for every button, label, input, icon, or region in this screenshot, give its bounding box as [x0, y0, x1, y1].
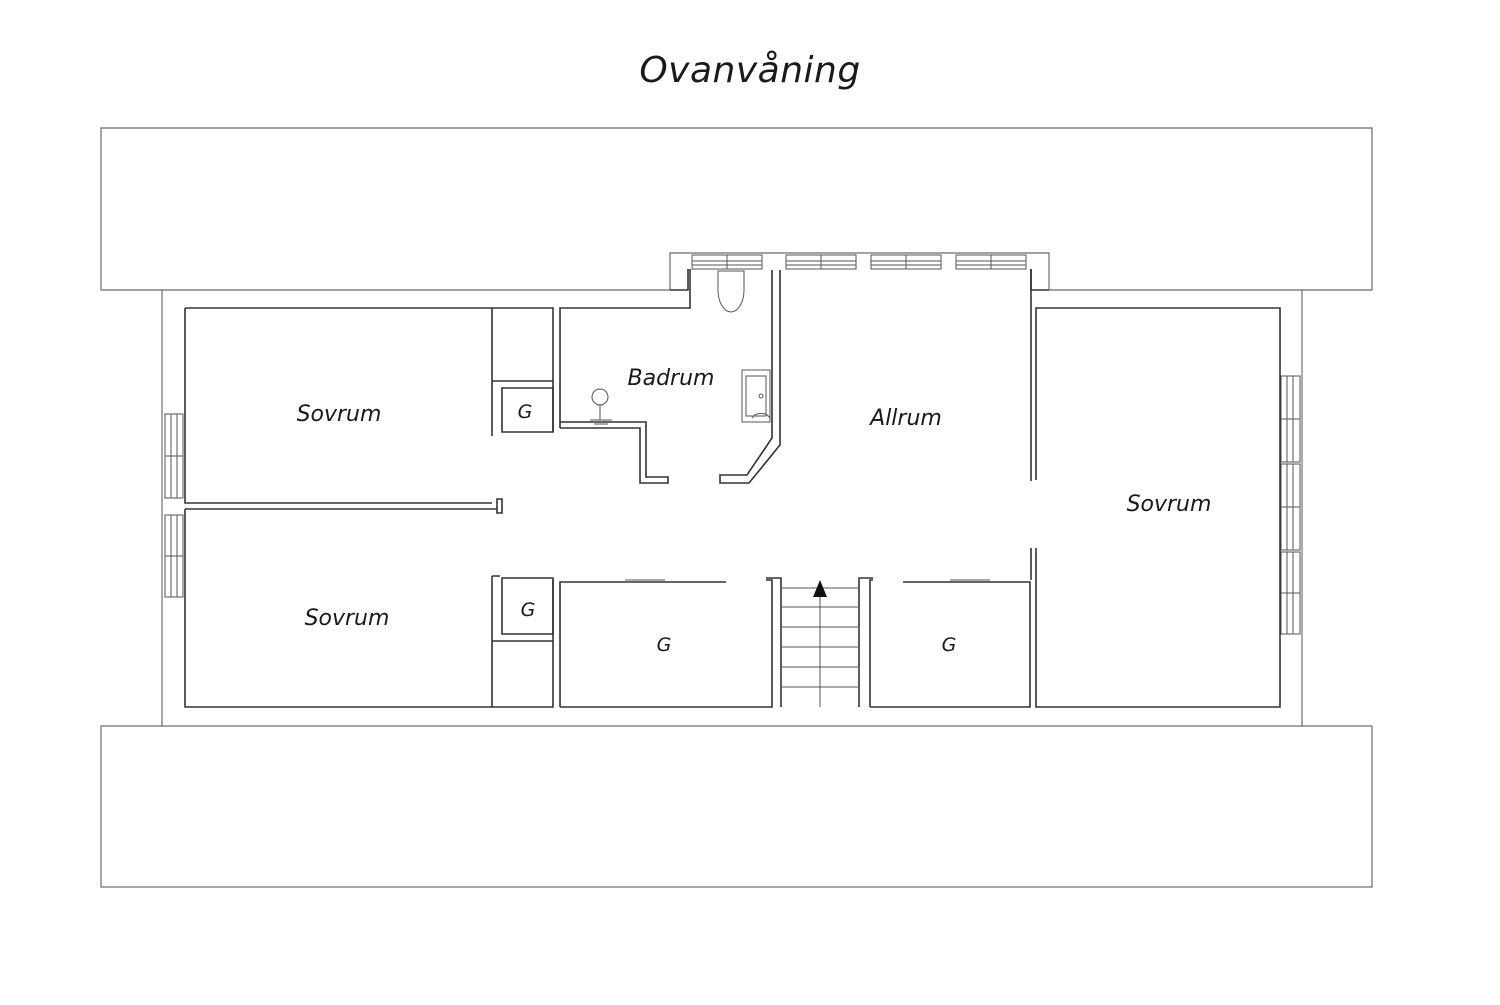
label-closet-left-bottom: G [521, 599, 536, 621]
window-dormer-4 [955, 254, 1027, 270]
floor-title: Ovanvåning [639, 50, 861, 91]
label-closet-left-top: G [518, 401, 533, 423]
wall-bathroom [559, 269, 691, 484]
wall-closet-middle [559, 579, 773, 708]
window-dormer-3 [870, 254, 942, 270]
window-right-2 [1280, 463, 1301, 551]
sink [741, 369, 771, 423]
label-bedroom-bottom-left: Sovrum [305, 606, 390, 631]
window-right-3 [1280, 551, 1301, 635]
toilet [717, 270, 745, 313]
label-family-room: Allrum [868, 406, 942, 431]
stair-arrow-icon [813, 580, 827, 597]
dormer-wall-left [670, 269, 689, 291]
window-left-lower [164, 514, 184, 598]
wall-closet-column-bottom [492, 575, 554, 642]
roof-bottom [100, 725, 1373, 888]
staircase [766, 577, 873, 707]
window-dormer-2 [785, 254, 857, 270]
label-closet-right: G [942, 634, 957, 656]
wall-bathroom-right [719, 270, 781, 484]
wall-closet-right [869, 579, 1031, 708]
wall-closet-column-top [491, 308, 554, 436]
window-left-upper [164, 413, 184, 499]
window-dormer-1 [691, 254, 763, 270]
window-right-1 [1280, 375, 1301, 463]
wall-bedroom-right [1035, 307, 1281, 708]
label-bedroom-top-left: Sovrum [297, 402, 382, 427]
label-bedroom-right: Sovrum [1127, 492, 1212, 517]
shower [590, 388, 612, 425]
dormer-wall-right [1030, 269, 1049, 291]
label-bathroom: Badrum [628, 366, 715, 391]
label-closet-middle: G [657, 634, 672, 656]
roof-top [100, 127, 1373, 291]
